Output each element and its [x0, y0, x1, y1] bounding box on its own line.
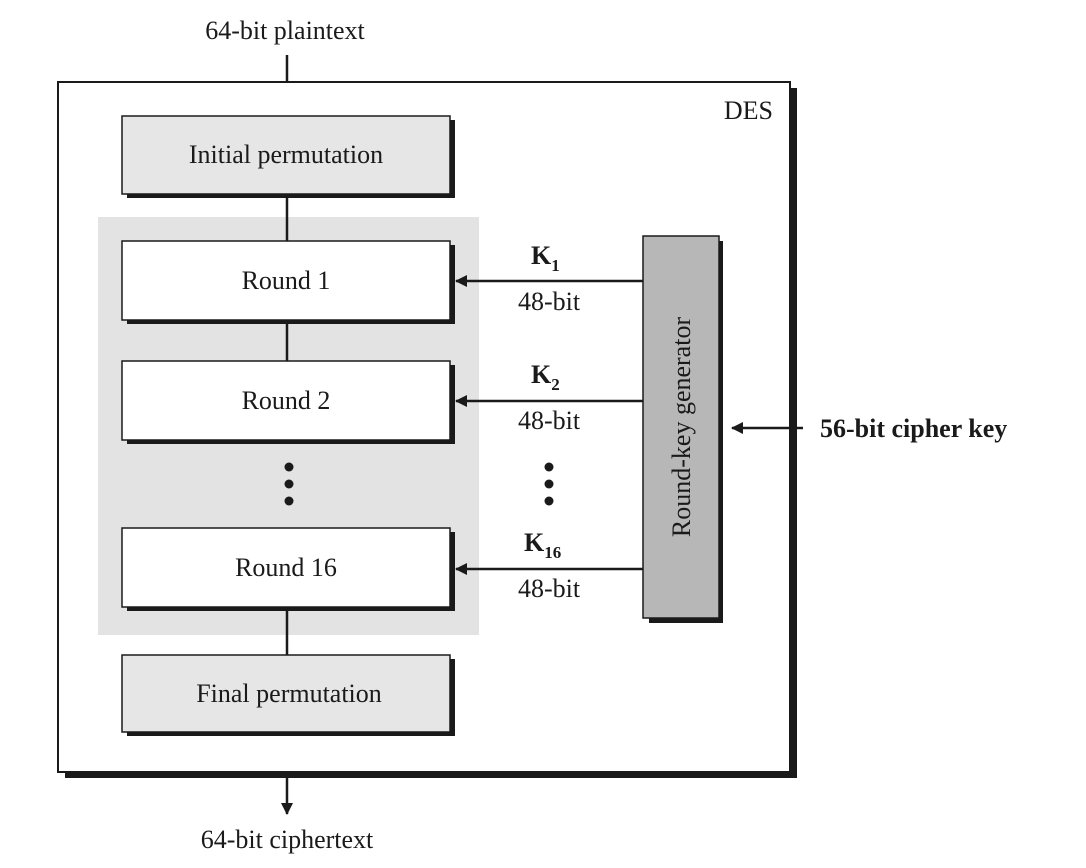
key-2-label: K2	[531, 360, 560, 394]
final-permutation-box	[121, 654, 451, 733]
initial-permutation-label: Initial permutation	[189, 140, 383, 169]
initial-permutation-box	[121, 115, 451, 195]
key-1-bits: 48-bit	[518, 287, 581, 316]
plaintext-label: 64-bit plaintext	[205, 16, 365, 45]
round-1-box	[121, 240, 451, 321]
key-1-label: K1	[531, 241, 560, 275]
key-2-bits: 48-bit	[518, 406, 581, 435]
ciphertext-label: 64-bit ciphertext	[201, 825, 374, 854]
final-permutation-label: Final permutation	[196, 679, 382, 708]
round-16-label: Round 16	[235, 553, 337, 582]
round-key-generator-box	[642, 235, 720, 619]
round-key-generator-label: Round-key generator	[667, 317, 696, 538]
keys-ellipsis	[544, 462, 554, 506]
round-2-box	[121, 360, 451, 441]
round-16-box	[121, 527, 451, 608]
key-16-label: K16	[524, 528, 561, 562]
round-1-label: Round 1	[242, 266, 331, 295]
key-16-bits: 48-bit	[518, 574, 581, 603]
rounds-ellipsis	[284, 462, 294, 506]
round-2-label: Round 2	[242, 386, 331, 415]
cipher-key-label: 56-bit cipher key	[820, 414, 1007, 443]
des-label: DES	[724, 96, 773, 125]
